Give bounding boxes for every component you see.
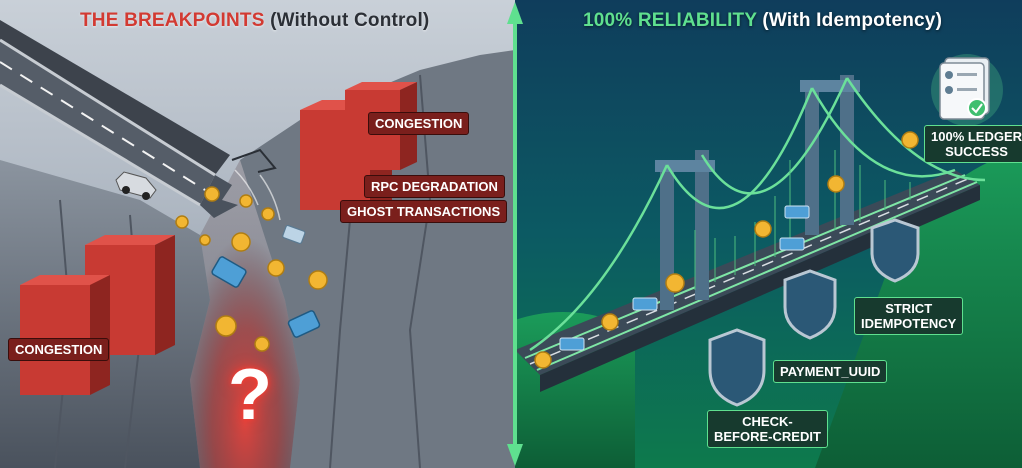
car <box>115 171 157 200</box>
label-check-line2: BEFORE-CREDIT <box>714 429 821 444</box>
ledger-document-icon <box>931 54 1003 126</box>
right-scene-art <box>515 54 1022 468</box>
congestion-blocks-bottom <box>20 235 175 395</box>
bridge-towers <box>655 75 860 310</box>
label-payment-uuid: PAYMENT_UUID <box>773 360 888 383</box>
coin-icon <box>754 220 772 238</box>
label-ledger-line1: 100% LEDGER <box>931 129 1022 144</box>
credit-card-icon <box>287 310 321 338</box>
coin-icon <box>901 131 919 149</box>
right-title-highlight: 100% RELIABILITY <box>583 10 757 31</box>
left-title-rest: (Without Control) <box>270 10 430 31</box>
bridge-cards <box>559 205 810 351</box>
coin-icon <box>175 215 189 229</box>
double-arrow-divider-icon <box>507 2 523 466</box>
falling-coins <box>175 186 328 352</box>
coin-icon <box>261 207 275 221</box>
right-title-rest: (With Idempotency) <box>762 10 943 31</box>
coin-icon <box>267 259 285 277</box>
shield-icon <box>783 269 837 340</box>
bridge-deck <box>515 170 980 392</box>
label-check-before-credit: CHECK- BEFORE-CREDIT <box>707 410 828 448</box>
coin-icon <box>204 186 220 202</box>
bridge-coins <box>534 131 919 369</box>
left-title-highlight: THE BREAKPOINTS <box>80 10 265 31</box>
label-ghost-transactions: GHOST TRANSACTIONS <box>340 200 508 223</box>
question-mark: ? <box>228 355 272 435</box>
credit-card-icon <box>779 237 805 251</box>
coin-icon <box>308 270 328 290</box>
label-strict-line2: IDEMPOTENCY <box>861 316 957 331</box>
coin-icon <box>215 315 237 337</box>
left-title: THE BREAKPOINTS (Without Control) <box>80 10 429 32</box>
label-check-line1: CHECK- <box>742 414 793 429</box>
chasm <box>190 160 300 468</box>
label-rpc-degradation: RPC DEGRADATION <box>364 175 505 198</box>
coin-icon <box>199 234 211 246</box>
suspension-cables <box>529 77 986 352</box>
coin-icon <box>231 232 251 252</box>
coin-icon <box>827 175 845 193</box>
coin-icon <box>601 313 619 331</box>
shield-icon <box>870 218 920 283</box>
label-ledger-success: 100% LEDGER SUCCESS <box>924 125 1022 163</box>
label-ledger-line2: SUCCESS <box>945 144 1008 159</box>
coin-icon <box>665 273 685 293</box>
credit-card-icon <box>559 337 585 351</box>
credit-card-icon <box>282 224 306 245</box>
coin-icon <box>254 336 270 352</box>
broken-highway <box>0 20 277 218</box>
shield-icons <box>708 218 920 407</box>
left-scene-art <box>0 20 515 468</box>
coin-icon <box>534 351 552 369</box>
credit-card-icon <box>632 297 658 311</box>
right-panel-reliability: 100% RELIABILITY (With Idempotency) 100%… <box>515 0 1022 468</box>
left-panel-breakpoints: THE BREAKPOINTS (Without Control) CONGES… <box>0 0 515 468</box>
credit-card-icon <box>784 205 810 219</box>
shield-icon <box>708 328 766 407</box>
label-strict-idempotency: STRICT IDEMPOTENCY <box>854 297 964 335</box>
right-title: 100% RELIABILITY (With Idempotency) <box>583 10 942 32</box>
falling-cards <box>211 224 321 338</box>
label-congestion-top: CONGESTION <box>368 112 470 135</box>
coin-icon <box>239 194 253 208</box>
label-congestion-bottom: CONGESTION <box>8 338 110 361</box>
credit-card-icon <box>211 256 247 288</box>
label-strict-line1: STRICT <box>885 301 933 316</box>
